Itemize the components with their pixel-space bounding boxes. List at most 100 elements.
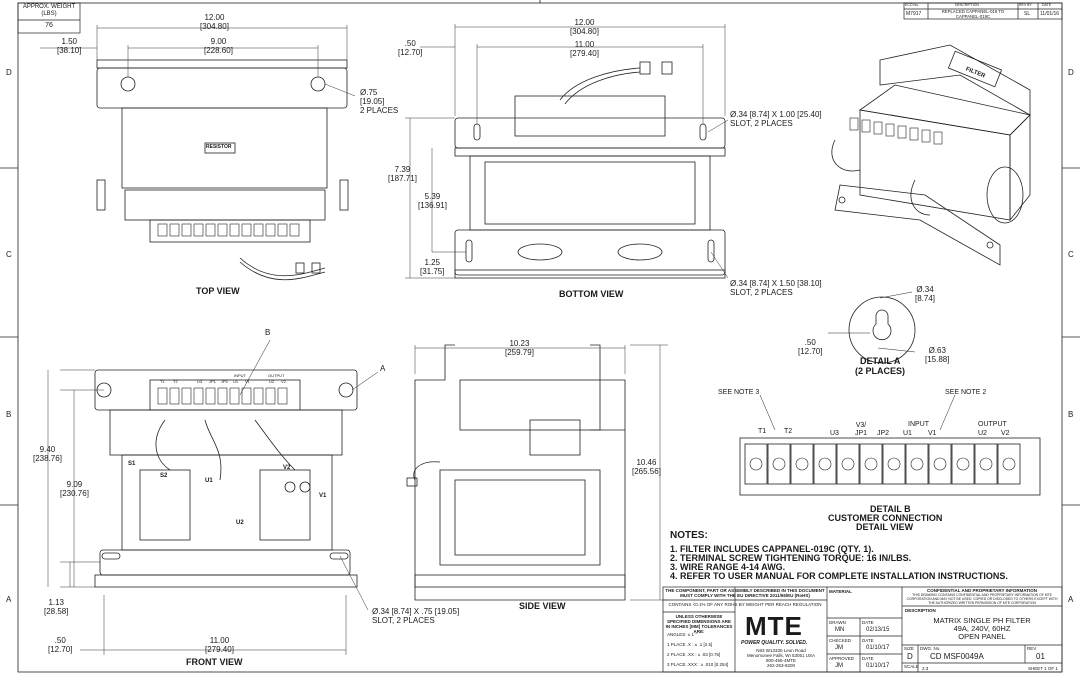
detail-a-title: DETAIL A — [860, 356, 901, 366]
rev-header-revby: REV BY — [1019, 3, 1032, 7]
dim-front-left: .50[12.70] — [48, 636, 73, 654]
front-term-u1: U1 — [233, 379, 239, 384]
tb-checked: JM — [835, 645, 843, 651]
dim-bottom-overall: 12.00[304.80] — [570, 18, 599, 36]
tb-approved-date: 01/10/17 — [866, 663, 890, 669]
bottom-view-drawing — [454, 61, 726, 279]
tb-approved: JM — [835, 663, 843, 669]
weight-value: 76 — [45, 22, 53, 29]
tb-sheet: SHEET 1 OF 1 — [1028, 666, 1058, 671]
rev-header-date: DATE — [1042, 3, 1052, 7]
detail-b-title: DETAIL B — [870, 504, 911, 514]
rev-description: REPLACED CAPPANEL-019 TO CAPPANEL-019C — [941, 9, 1005, 19]
zone-label-a-left: A — [6, 595, 12, 604]
dim-top-left: 1.50[38.10] — [57, 37, 82, 55]
front-term-v1: V1 — [245, 379, 250, 384]
rev-date: 11/01/16 — [1040, 11, 1060, 17]
dim-top-mount: 9.00[228.60] — [204, 37, 233, 55]
zone-label-b-right: B — [1068, 410, 1074, 419]
see-note-2: SEE NOTE 2 — [945, 389, 987, 396]
resistor-label: RESISTOR — [206, 144, 232, 150]
weight-label: APPROX. WEIGHT (LBS) — [22, 4, 76, 17]
tb-scale-label: SCALE — [904, 664, 919, 669]
front-view-title: FRONT VIEW — [186, 657, 243, 667]
side-view-dimensions — [414, 344, 668, 601]
note-1: 1. FILTER INCLUDES CAPPANEL-019C (QTY. 1… — [670, 544, 874, 554]
tb-compliance: THE COMPONENT, PART OR ASSEMBLY DESCRIBE… — [665, 588, 825, 598]
tb-contains: CONTAINS <0.1% OF ANY ROHS BY WEIGHT PER… — [668, 602, 822, 607]
coil-tag-s2: S2 — [160, 473, 168, 479]
tb-checked-date: 01/10/17 — [866, 645, 890, 651]
dim-bottom-h1: 7.39[187.71] — [388, 165, 417, 183]
detail-b-term-jp2: JP2 — [877, 430, 890, 437]
zone-label-d-left: D — [6, 68, 12, 77]
zone-label-b-left: B — [6, 410, 12, 419]
dim-bottom-h3: 1.25[31.75] — [420, 258, 445, 276]
title-block-frame — [17, 2, 1063, 673]
notes-title: NOTES: — [670, 530, 708, 541]
front-term-t1: T1 — [160, 379, 165, 384]
detail-a-subtitle: (2 PLACES) — [855, 366, 906, 376]
dim-top-overall: 12.00[304.80] — [200, 13, 229, 31]
detail-b-term-v3-jp1: V3/ JP1 — [854, 422, 868, 437]
coil-tag-s1: S1 — [128, 461, 136, 467]
rev-eco: M7917 — [906, 11, 922, 17]
note-4: 4. REFER TO USER MANUAL FOR COMPLETE INS… — [670, 571, 1008, 581]
tb-dwg-label: DWG. No. — [920, 646, 941, 651]
dim-front-mount: 11.00[279.40] — [205, 636, 234, 654]
front-term-t2: T2 — [173, 379, 178, 384]
tb-tol-1place: 1 PLACE .X : ± .1 [2.5] — [667, 642, 713, 647]
dim-detail-a-left: .50[12.70] — [798, 338, 823, 356]
front-term-v2: V2 — [281, 379, 286, 384]
tb-tolerance-title: UNLESS OTHERWISE SPECIFIED DIMENSIONS AR… — [665, 614, 733, 634]
tb-size-label: SIZE — [904, 646, 915, 651]
note-2: 2. TERMINAL SCREW TIGHTENING TORQUE: 16 … — [670, 553, 912, 563]
dim-bottom-slot2: Ø.34 [8.74] X 1.50 [38.10]SLOT, 2 PLACES — [730, 279, 822, 297]
detail-b-term-u3: U3 — [830, 430, 839, 437]
top-view-drawing — [96, 59, 349, 281]
side-view-title: SIDE VIEW — [519, 601, 566, 611]
rev-header-description: DESCRIPTION — [955, 3, 979, 7]
bottom-view-title: BOTTOM VIEW — [559, 289, 624, 299]
dim-bottom-left: .50[12.70] — [398, 39, 423, 57]
top-view-dimensions — [40, 25, 356, 97]
tb-tol-2place: 2 PLACE .XX : ± .03 [0.76] — [667, 652, 721, 657]
front-term-jp2: JP2 — [221, 379, 228, 384]
side-view-drawing — [406, 344, 626, 601]
dim-bottom-mount: 11.00[279.40] — [570, 40, 599, 58]
detail-b-term-u2: U2 — [978, 430, 987, 437]
bottom-view-dimensions — [405, 24, 729, 279]
zone-label-c-right: C — [1068, 250, 1074, 259]
detail-b-term-v2: V2 — [1001, 430, 1010, 437]
tb-drawn-date-label: DATE — [862, 620, 874, 625]
tb-drawn: MN — [835, 627, 845, 633]
detail-b-term-u1: U1 — [903, 430, 912, 437]
dim-detail-a-bottom: Ø.63[15.88] — [925, 346, 950, 364]
zone-label-c-left: C — [6, 250, 12, 259]
front-view-drawing — [94, 339, 379, 588]
detail-b-subtitle-2: DETAIL VIEW — [856, 522, 914, 532]
dim-side-height: 10.46[265.56] — [632, 458, 661, 476]
tb-tol-3place: 3 PLACE .XXX : ± .010 [0.254] — [667, 662, 729, 667]
front-group-output: OUTPUT — [268, 373, 285, 378]
dim-front-slot: Ø.34 [8.74] X .75 [19.05]SLOT, 2 PLACES — [372, 607, 460, 625]
dim-bottom-slot1: Ø.34 [8.74] X 1.00 [25.40]SLOT, 2 PLACES — [730, 110, 822, 128]
coil-tag-v2: V2 — [283, 465, 291, 471]
detail-b-subtitle: CUSTOMER CONNECTION — [828, 513, 943, 523]
dim-side-depth: 10.23[259.79] — [505, 339, 534, 357]
tb-approved-date-label: DATE — [862, 656, 874, 661]
see-note-3: SEE NOTE 3 — [718, 389, 760, 396]
dim-bottom-h2: 5.39[136.91] — [418, 192, 447, 210]
mte-tagline: POWER QUALITY. SOLVED. — [741, 640, 808, 646]
tb-dwg: CD MSF0049A — [930, 652, 984, 661]
isometric-view-drawing — [831, 44, 1031, 266]
tb-description-label: DESCRIPTION — [905, 608, 936, 613]
dim-front-h3: 1.13[28.58] — [44, 598, 69, 616]
detail-b-drawing — [739, 394, 1041, 496]
tb-size: D — [907, 652, 913, 661]
coil-tag-u2: U2 — [236, 520, 244, 526]
detail-b-term-v1: V1 — [928, 430, 937, 437]
front-term-jp1: JP1 — [209, 379, 216, 384]
